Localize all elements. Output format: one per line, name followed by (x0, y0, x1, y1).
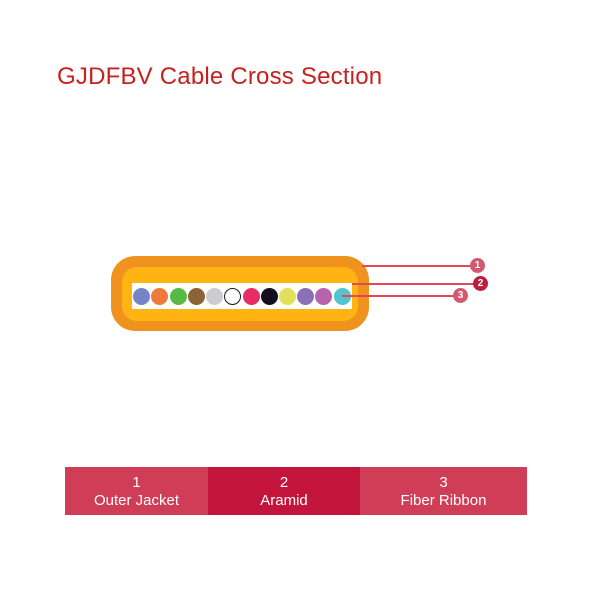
legend-label: Aramid (260, 491, 308, 509)
fiber-dot-slate (206, 287, 224, 305)
outer-jacket-layer (111, 256, 369, 331)
legend-number: 2 (279, 473, 289, 491)
fiber-dot-rose (315, 287, 333, 305)
leader-line-fiber-ribbon (342, 295, 454, 297)
callout-badge-3: 3 (453, 288, 468, 303)
legend-number: 3 (439, 473, 448, 491)
fiber-dot-red (242, 287, 260, 305)
fiber-dot-violet (297, 287, 315, 305)
fiber-dot-orange (151, 287, 169, 305)
callout-badge-1: 1 (470, 258, 485, 273)
diagram-title: GJDFBV Cable Cross Section (57, 63, 383, 90)
legend-label: Outer Jacket (93, 491, 180, 509)
legend-number: 1 (132, 473, 141, 491)
fiber-dot-green (169, 287, 187, 305)
legend-cell-fiber-ribbon: 3 Fiber Ribbon (360, 467, 527, 515)
legend-label: Fiber Ribbon (400, 491, 487, 509)
fiber-dot-brown (187, 287, 205, 305)
legend-cell-outer-jacket: 1 Outer Jacket (65, 467, 208, 515)
legend-table: 1 Outer Jacket 2 Aramid 3 Fiber Ribbon (65, 467, 527, 515)
callout-badge-2: 2 (473, 276, 488, 291)
fiber-dot-blue (133, 287, 151, 305)
leader-line-aramid (352, 283, 474, 285)
fiber-ribbon (132, 283, 352, 309)
fiber-dot-white (224, 287, 242, 305)
leader-line-outer-jacket (362, 265, 471, 267)
aramid-layer (122, 267, 358, 321)
fiber-dot-yellow (278, 287, 296, 305)
legend-cell-aramid: 2 Aramid (208, 467, 360, 515)
fiber-dot-black (260, 287, 278, 305)
